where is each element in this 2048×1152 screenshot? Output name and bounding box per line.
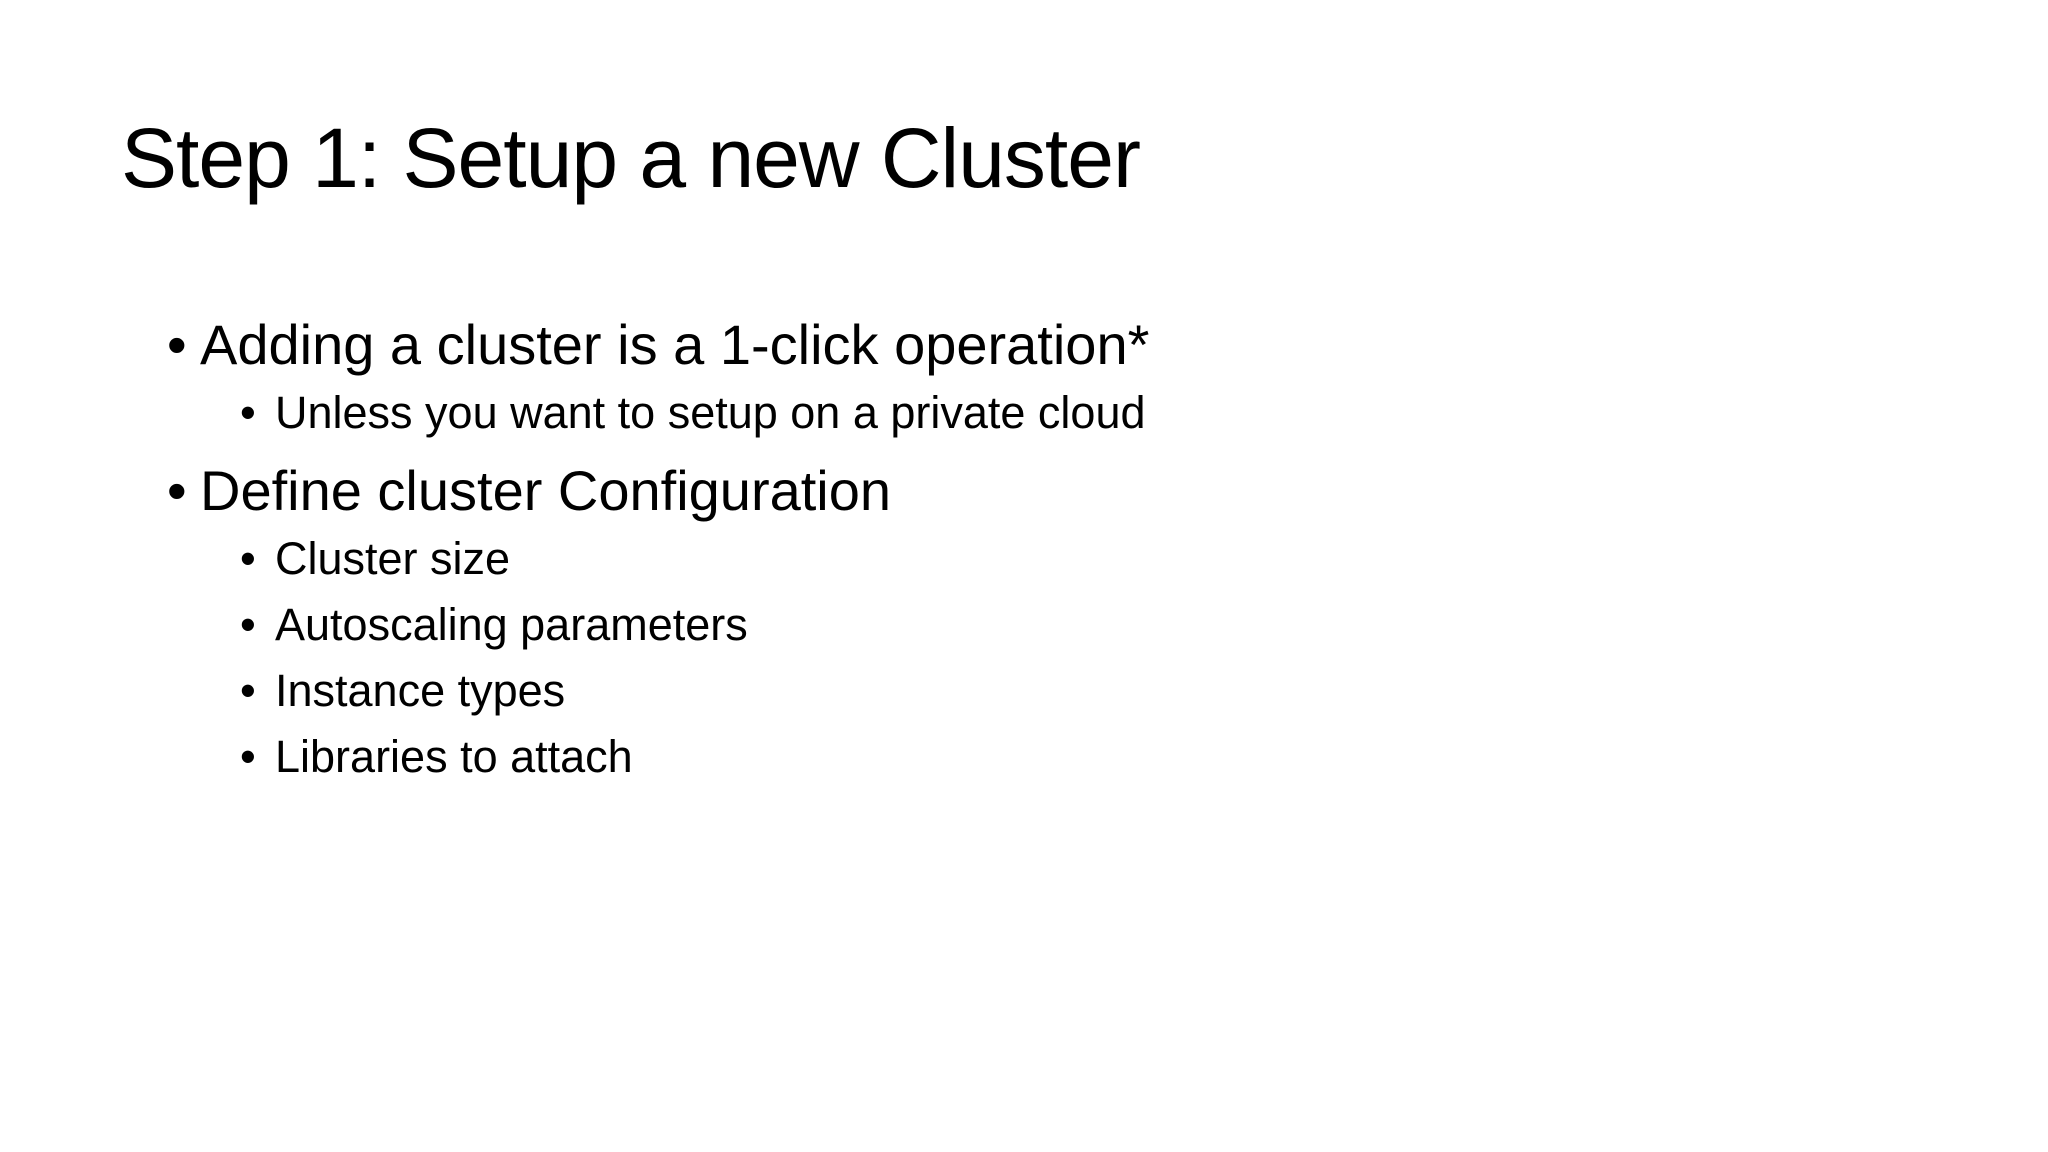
- bullet-item: • Cluster size: [240, 526, 1149, 592]
- bullet-icon: •: [240, 599, 256, 650]
- bullet-text: Cluster size: [275, 533, 511, 584]
- bullet-icon: •: [240, 387, 256, 438]
- slide-title: Step 1: Setup a new Cluster: [121, 111, 1141, 205]
- bullet-item: • Instance types: [240, 658, 1149, 724]
- bullet-text: Autoscaling parameters: [275, 599, 748, 650]
- bullet-text: Adding a cluster is a 1-click operation*: [200, 313, 1150, 376]
- bullet-text: Libraries to attach: [275, 731, 633, 782]
- bullet-icon: •: [240, 731, 256, 782]
- bullet-text: Unless you want to setup on a private cl…: [275, 387, 1146, 438]
- bullet-text: Define cluster Configuration: [200, 459, 892, 522]
- bullet-item: • Define cluster Configuration: [167, 456, 1149, 526]
- bullet-item: • Autoscaling parameters: [240, 592, 1149, 658]
- bullet-icon: •: [240, 533, 256, 584]
- bullet-item: • Adding a cluster is a 1-click operatio…: [167, 310, 1149, 380]
- bullet-icon: •: [167, 313, 187, 376]
- bullet-text: Instance types: [275, 665, 566, 716]
- bullet-icon: •: [167, 459, 187, 522]
- bullet-icon: •: [240, 665, 256, 716]
- bullet-item: • Libraries to attach: [240, 724, 1149, 790]
- bullet-list: • Adding a cluster is a 1-click operatio…: [167, 300, 1149, 790]
- bullet-item: • Unless you want to setup on a private …: [240, 380, 1149, 446]
